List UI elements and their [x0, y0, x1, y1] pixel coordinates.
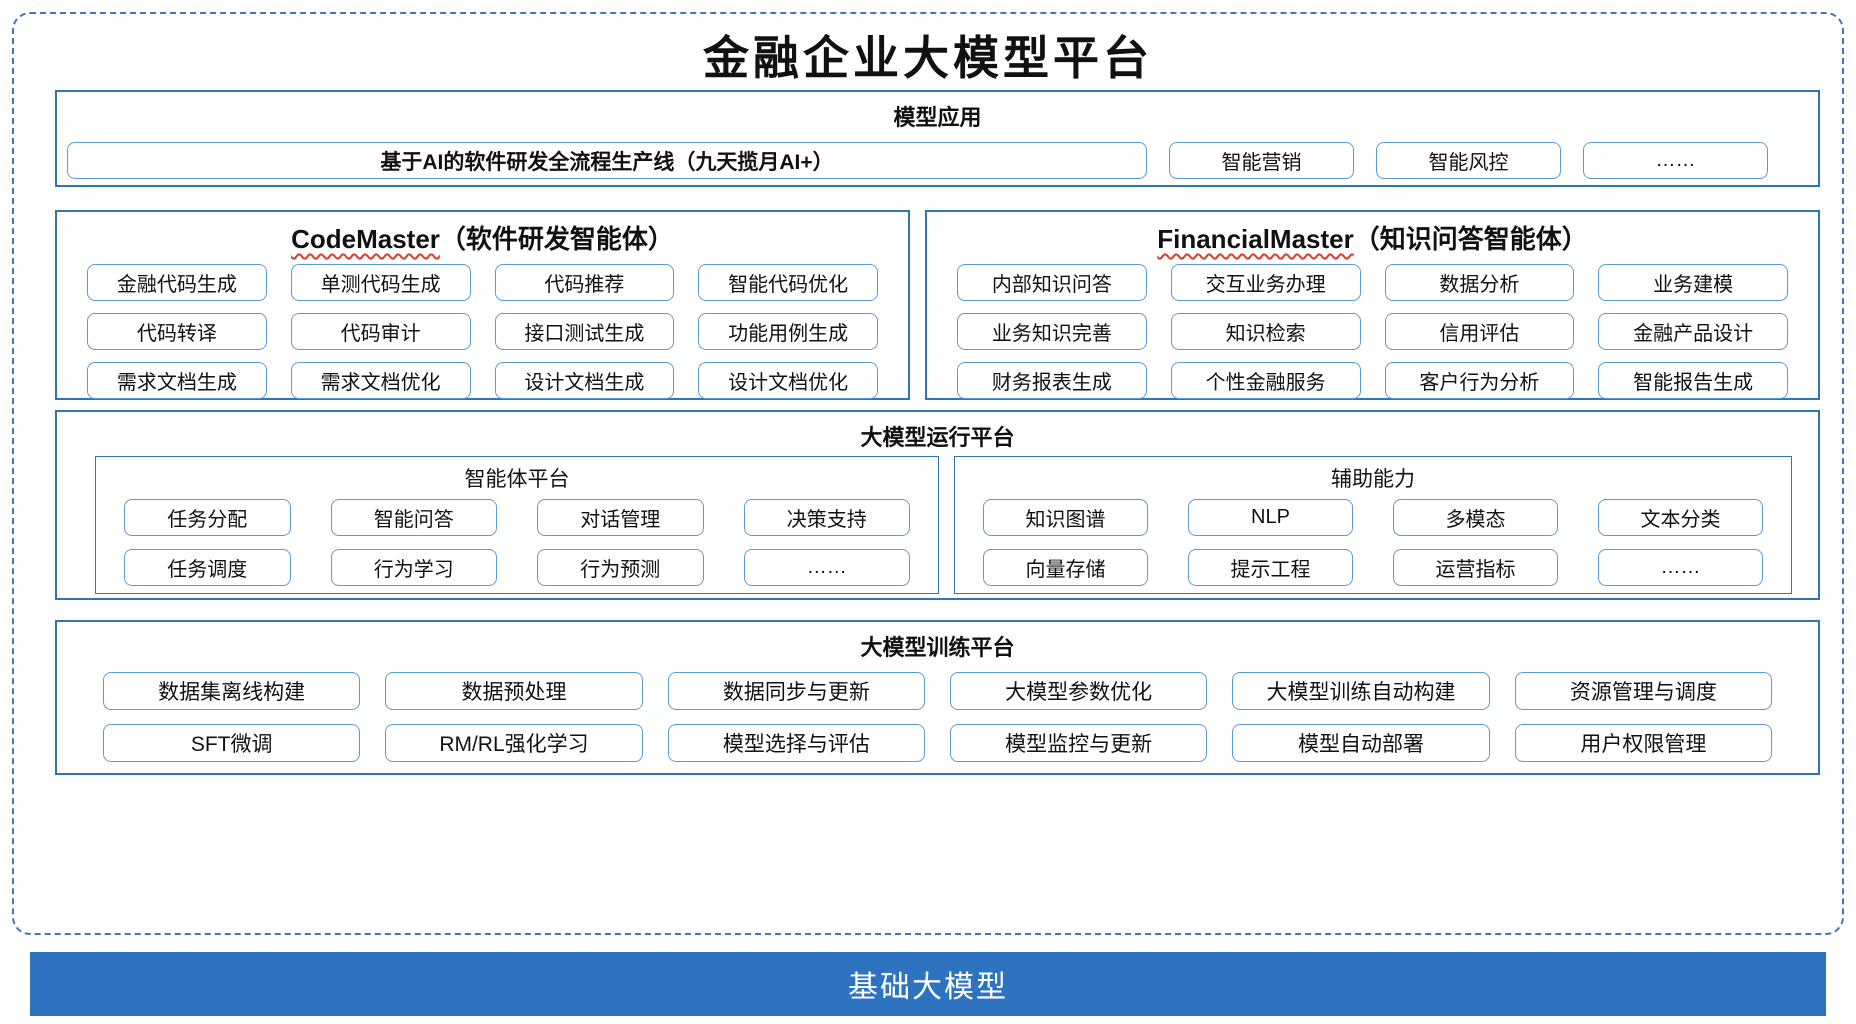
code-master-item: 功能用例生成 [698, 313, 878, 350]
code-master-item: 智能代码优化 [698, 264, 878, 301]
agent-platform-item: 行为预测 [537, 549, 704, 586]
aux-capability-item: 向量存储 [983, 549, 1148, 586]
code-master-item: 需求文档优化 [290, 362, 471, 399]
foundation-model-label: 基础大模型 [848, 971, 1008, 1004]
code-master-item: 金融代码生成 [87, 264, 267, 301]
aux-capability-item: 运营指标 [1393, 549, 1558, 586]
code-master-item: 设计文档优化 [698, 362, 878, 399]
financial-master-subtitle: （知识问答智能体） [1353, 224, 1588, 254]
code-master-item: 代码审计 [290, 313, 471, 350]
training-item: 资源管理与调度 [1514, 672, 1772, 710]
code-master-item: 代码转译 [87, 313, 267, 350]
financial-master-item: 交互业务办理 [1170, 264, 1361, 301]
section-financial-master: FinancialMaster（知识问答智能体） 内部知识问答 交互业务办理 数… [925, 210, 1820, 400]
training-platform-grid: 数据集离线构建 数据预处理 数据同步与更新 大模型参数优化 大模型训练自动构建 … [57, 662, 1818, 762]
code-master-item: 需求文档生成 [87, 362, 267, 399]
aux-capability-item: NLP [1188, 499, 1353, 536]
section-model-applications-header: 模型应用 [893, 105, 982, 130]
code-master-header: CodeMaster（软件研发智能体） [57, 212, 908, 256]
training-item: 模型选择与评估 [667, 724, 925, 762]
financial-master-grid: 内部知识问答 交互业务办理 数据分析 业务建模 业务知识完善 知识检索 信用评估… [927, 256, 1818, 399]
section-runtime-platform: 大模型运行平台 智能体平台 任务分配 智能问答 对话管理 决策支持 任务调度 行… [55, 410, 1820, 600]
section-code-master: CodeMaster（软件研发智能体） 金融代码生成 单测代码生成 代码推荐 智… [55, 210, 910, 400]
code-master-grid: 金融代码生成 单测代码生成 代码推荐 智能代码优化 代码转译 代码审计 接口测试… [57, 256, 908, 399]
financial-master-name: FinancialMaster [1157, 224, 1354, 254]
aux-capability-item: 知识图谱 [983, 499, 1148, 536]
agent-platform-item: 任务分配 [124, 499, 291, 536]
financial-master-item: 财务报表生成 [957, 362, 1147, 399]
financial-master-item: 内部知识问答 [957, 264, 1147, 301]
financial-master-item: 信用评估 [1384, 313, 1575, 350]
app-item: …… [1583, 142, 1768, 179]
aux-capability-item: …… [1598, 549, 1763, 586]
aux-capability-item: 文本分类 [1598, 499, 1763, 536]
subsection-aux-capabilities: 辅助能力 知识图谱 NLP 多模态 文本分类 向量存储 提示工程 运营指标 …… [954, 456, 1792, 594]
financial-master-item: 数据分析 [1384, 264, 1575, 301]
agent-platform-item: 决策支持 [743, 499, 910, 536]
code-master-name: CodeMaster [291, 224, 440, 254]
training-item: 数据预处理 [385, 672, 643, 710]
financial-master-header: FinancialMaster（知识问答智能体） [927, 212, 1818, 256]
code-master-item: 单测代码生成 [290, 264, 471, 301]
agent-platform-item: 任务调度 [124, 549, 291, 586]
code-master-item: 代码推荐 [494, 264, 675, 301]
training-item: 模型监控与更新 [950, 724, 1208, 762]
financial-master-item: 客户行为分析 [1384, 362, 1575, 399]
app-item: 智能风控 [1376, 142, 1561, 179]
code-master-item: 设计文档生成 [494, 362, 675, 399]
aux-capabilities-header: 辅助能力 [1331, 468, 1415, 491]
section-model-applications: 模型应用 基于AI的软件研发全流程生产线（九天揽月AI+） 智能营销 智能风控 … [55, 90, 1820, 187]
training-item: 模型自动部署 [1232, 724, 1490, 762]
training-item: 大模型参数优化 [950, 672, 1208, 710]
financial-master-item: 业务建模 [1598, 264, 1788, 301]
agent-platform-header: 智能体平台 [464, 468, 570, 491]
financial-master-item: 业务知识完善 [957, 313, 1147, 350]
aux-capabilities-grid: 知识图谱 NLP 多模态 文本分类 向量存储 提示工程 运营指标 …… [955, 493, 1791, 586]
agent-platform-item: 智能问答 [330, 499, 497, 536]
training-item: RM/RL强化学习 [385, 724, 643, 762]
page-title: 金融企业大模型平台 [703, 31, 1153, 85]
platform-dashed-frame [12, 12, 1844, 935]
training-platform-header: 大模型训练平台 [860, 635, 1015, 660]
financial-master-item: 知识检索 [1170, 313, 1361, 350]
app-item: 智能营销 [1169, 142, 1354, 179]
model-applications-row: 基于AI的软件研发全流程生产线（九天揽月AI+） 智能营销 智能风控 …… [57, 132, 1818, 179]
foundation-model-bar: 基础大模型 [30, 952, 1826, 1016]
agent-platform-grid: 任务分配 智能问答 对话管理 决策支持 任务调度 行为学习 行为预测 …… [96, 493, 938, 586]
code-master-item: 接口测试生成 [494, 313, 675, 350]
aux-capability-item: 提示工程 [1188, 549, 1353, 586]
code-master-subtitle: （软件研发智能体） [439, 224, 674, 254]
training-item: 大模型训练自动构建 [1232, 672, 1490, 710]
section-training-platform: 大模型训练平台 数据集离线构建 数据预处理 数据同步与更新 大模型参数优化 大模… [55, 620, 1820, 775]
agent-platform-item: …… [743, 549, 910, 586]
financial-master-item: 个性金融服务 [1170, 362, 1361, 399]
training-item: SFT微调 [103, 724, 361, 762]
app-item-pipeline: 基于AI的软件研发全流程生产线（九天揽月AI+） [67, 142, 1147, 179]
training-item: 数据集离线构建 [103, 672, 361, 710]
financial-master-item: 智能报告生成 [1598, 362, 1788, 399]
training-item: 数据同步与更新 [667, 672, 925, 710]
training-item: 用户权限管理 [1514, 724, 1772, 762]
agent-platform-item: 对话管理 [537, 499, 704, 536]
financial-master-item: 金融产品设计 [1598, 313, 1788, 350]
agent-platform-item: 行为学习 [330, 549, 497, 586]
runtime-platform-header: 大模型运行平台 [860, 425, 1015, 450]
subsection-agent-platform: 智能体平台 任务分配 智能问答 对话管理 决策支持 任务调度 行为学习 行为预测… [95, 456, 939, 594]
aux-capability-item: 多模态 [1393, 499, 1558, 536]
